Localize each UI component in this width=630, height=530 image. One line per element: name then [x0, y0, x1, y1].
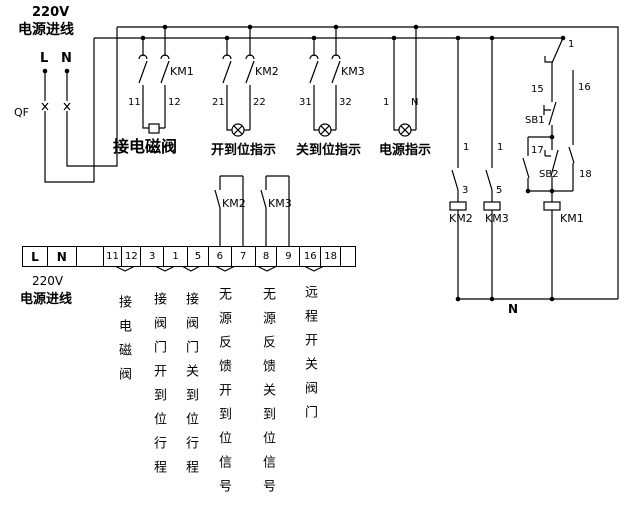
terminal-21-label: 21: [212, 97, 225, 108]
km1-contact-label: KM1: [170, 65, 194, 78]
breaker-qf-label: QF: [14, 106, 29, 119]
strip-caption-close-travel: 接阀门关到位行程: [183, 292, 198, 484]
terminal-cell: [77, 247, 104, 266]
terminal-cell: [341, 247, 355, 266]
terminal-cell: N: [48, 247, 77, 266]
terminal-cell: 5: [188, 247, 209, 266]
km3-coil-label: KM3: [485, 212, 509, 225]
power-ind-n-label: N: [411, 97, 419, 108]
strip-power-label: 电源进线: [20, 292, 73, 307]
strip-caption-solenoid: 接电磁阀: [116, 295, 131, 391]
terminal-strip: L N 11 12 3 1 5 6 7 8 9 16 18: [22, 246, 356, 267]
sb2-button-label: SB2: [539, 169, 559, 180]
km3-contact-label: KM3: [341, 65, 365, 78]
neutral-rail-label: N: [508, 302, 519, 316]
top-voltage-label: 220V: [32, 5, 70, 20]
terminal-11-label: 11: [128, 97, 141, 108]
open-indicator-caption: 开到位指示: [211, 143, 277, 158]
incoming-power-label: 电源进线: [18, 22, 74, 38]
neutral-n-label: N: [61, 51, 72, 66]
terminal-cell: 12: [122, 247, 142, 266]
strip-caption-close-feedback: 无源反馈关到位信号: [260, 287, 275, 503]
terminal-cell: 16: [300, 247, 322, 266]
terminal-cell: L: [23, 247, 48, 266]
terminal-3-label: 3: [462, 185, 469, 196]
terminal-5-label: 5: [496, 185, 503, 196]
km2-branch-wire-label: 1: [463, 142, 470, 153]
power-indicator-caption: 电源指示: [379, 143, 432, 158]
strip-caption-remote: 远程开关阀门: [302, 285, 317, 429]
terminal-32-label: 32: [339, 97, 352, 108]
terminal-cell: 8: [256, 247, 278, 266]
strip-caption-open-travel: 接阀门开到位行程: [151, 292, 166, 484]
terminal-22-label: 22: [253, 97, 266, 108]
power-ind-wire-1-label: 1: [383, 97, 390, 108]
wire-15-label: 15: [531, 84, 544, 95]
terminal-12-label: 12: [168, 97, 181, 108]
terminal-cell: 18: [321, 247, 342, 266]
wire-17-label: 17: [531, 145, 544, 156]
phase-l-label: L: [40, 51, 49, 66]
km1-coil-label: KM1: [560, 212, 584, 225]
km1-branch-wire-label: 1: [568, 39, 575, 50]
strip-caption-open-feedback: 无源反馈开到位信号: [216, 287, 231, 503]
sb1-button-label: SB1: [525, 115, 545, 126]
wire-16-label: 16: [578, 82, 591, 93]
terminal-cell: 6: [209, 247, 232, 266]
terminal-31-label: 31: [299, 97, 312, 108]
terminal-cell: 9: [277, 247, 301, 266]
km2-coil-label: KM2: [449, 212, 473, 225]
terminal-cell: 3: [141, 247, 165, 266]
wire-18-label: 18: [579, 169, 592, 180]
km2-contact-label: KM2: [255, 65, 279, 78]
terminal-cell: 7: [232, 247, 256, 266]
aux-km2-label: KM2: [222, 197, 246, 210]
km3-branch-wire-label: 1: [497, 142, 504, 153]
strip-voltage-label: 220V: [32, 274, 64, 288]
solenoid-caption: 接电磁阀: [113, 137, 178, 156]
aux-km3-label: KM3: [268, 197, 292, 210]
close-indicator-caption: 关到位指示: [296, 143, 362, 158]
terminal-cell: 11: [104, 247, 123, 266]
terminal-cell: 1: [164, 247, 189, 266]
